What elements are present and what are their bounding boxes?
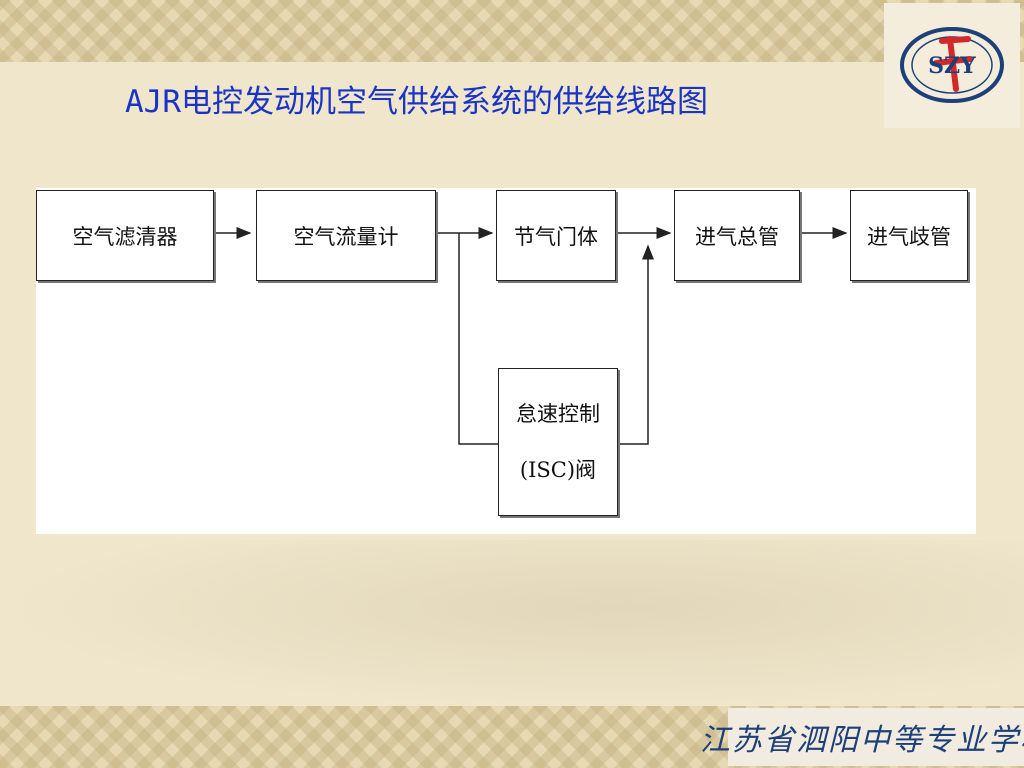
school-logo: SZY (884, 3, 1020, 128)
school-name-banner: 江苏省泗阳中等专业学校 (700, 708, 1024, 766)
decorative-top-border (0, 0, 1024, 62)
box-air-flow-meter: 空气流量计 (256, 190, 436, 281)
slide-title: AJR电控发动机空气供给系统的供给线路图 (125, 84, 708, 120)
box-air-filter: 空气滤清器 (36, 190, 214, 281)
logo-text: SZY (928, 53, 976, 79)
box-intake-manifold-branch: 进气歧管 (850, 190, 968, 281)
arrow-isc-to-main (618, 244, 654, 445)
logo-emblem-icon: SZY (900, 27, 1004, 103)
bypass-to-isc (458, 233, 498, 445)
isc-label-line2: (ISC)阀 (519, 458, 597, 482)
connector-lines (216, 227, 848, 445)
diagram-canvas: 空气滤清器 空气流量计 节气门体 进气总管 进气歧管 怠速控制 (ISC)阀 (36, 188, 976, 534)
background-branch-decoration (0, 540, 1024, 710)
box-isc-valve: 怠速控制 (ISC)阀 (498, 368, 618, 516)
isc-label-line1: 怠速控制 (516, 402, 600, 426)
box-throttle-body: 节气门体 (496, 190, 616, 281)
box-intake-manifold-main: 进气总管 (674, 190, 800, 281)
